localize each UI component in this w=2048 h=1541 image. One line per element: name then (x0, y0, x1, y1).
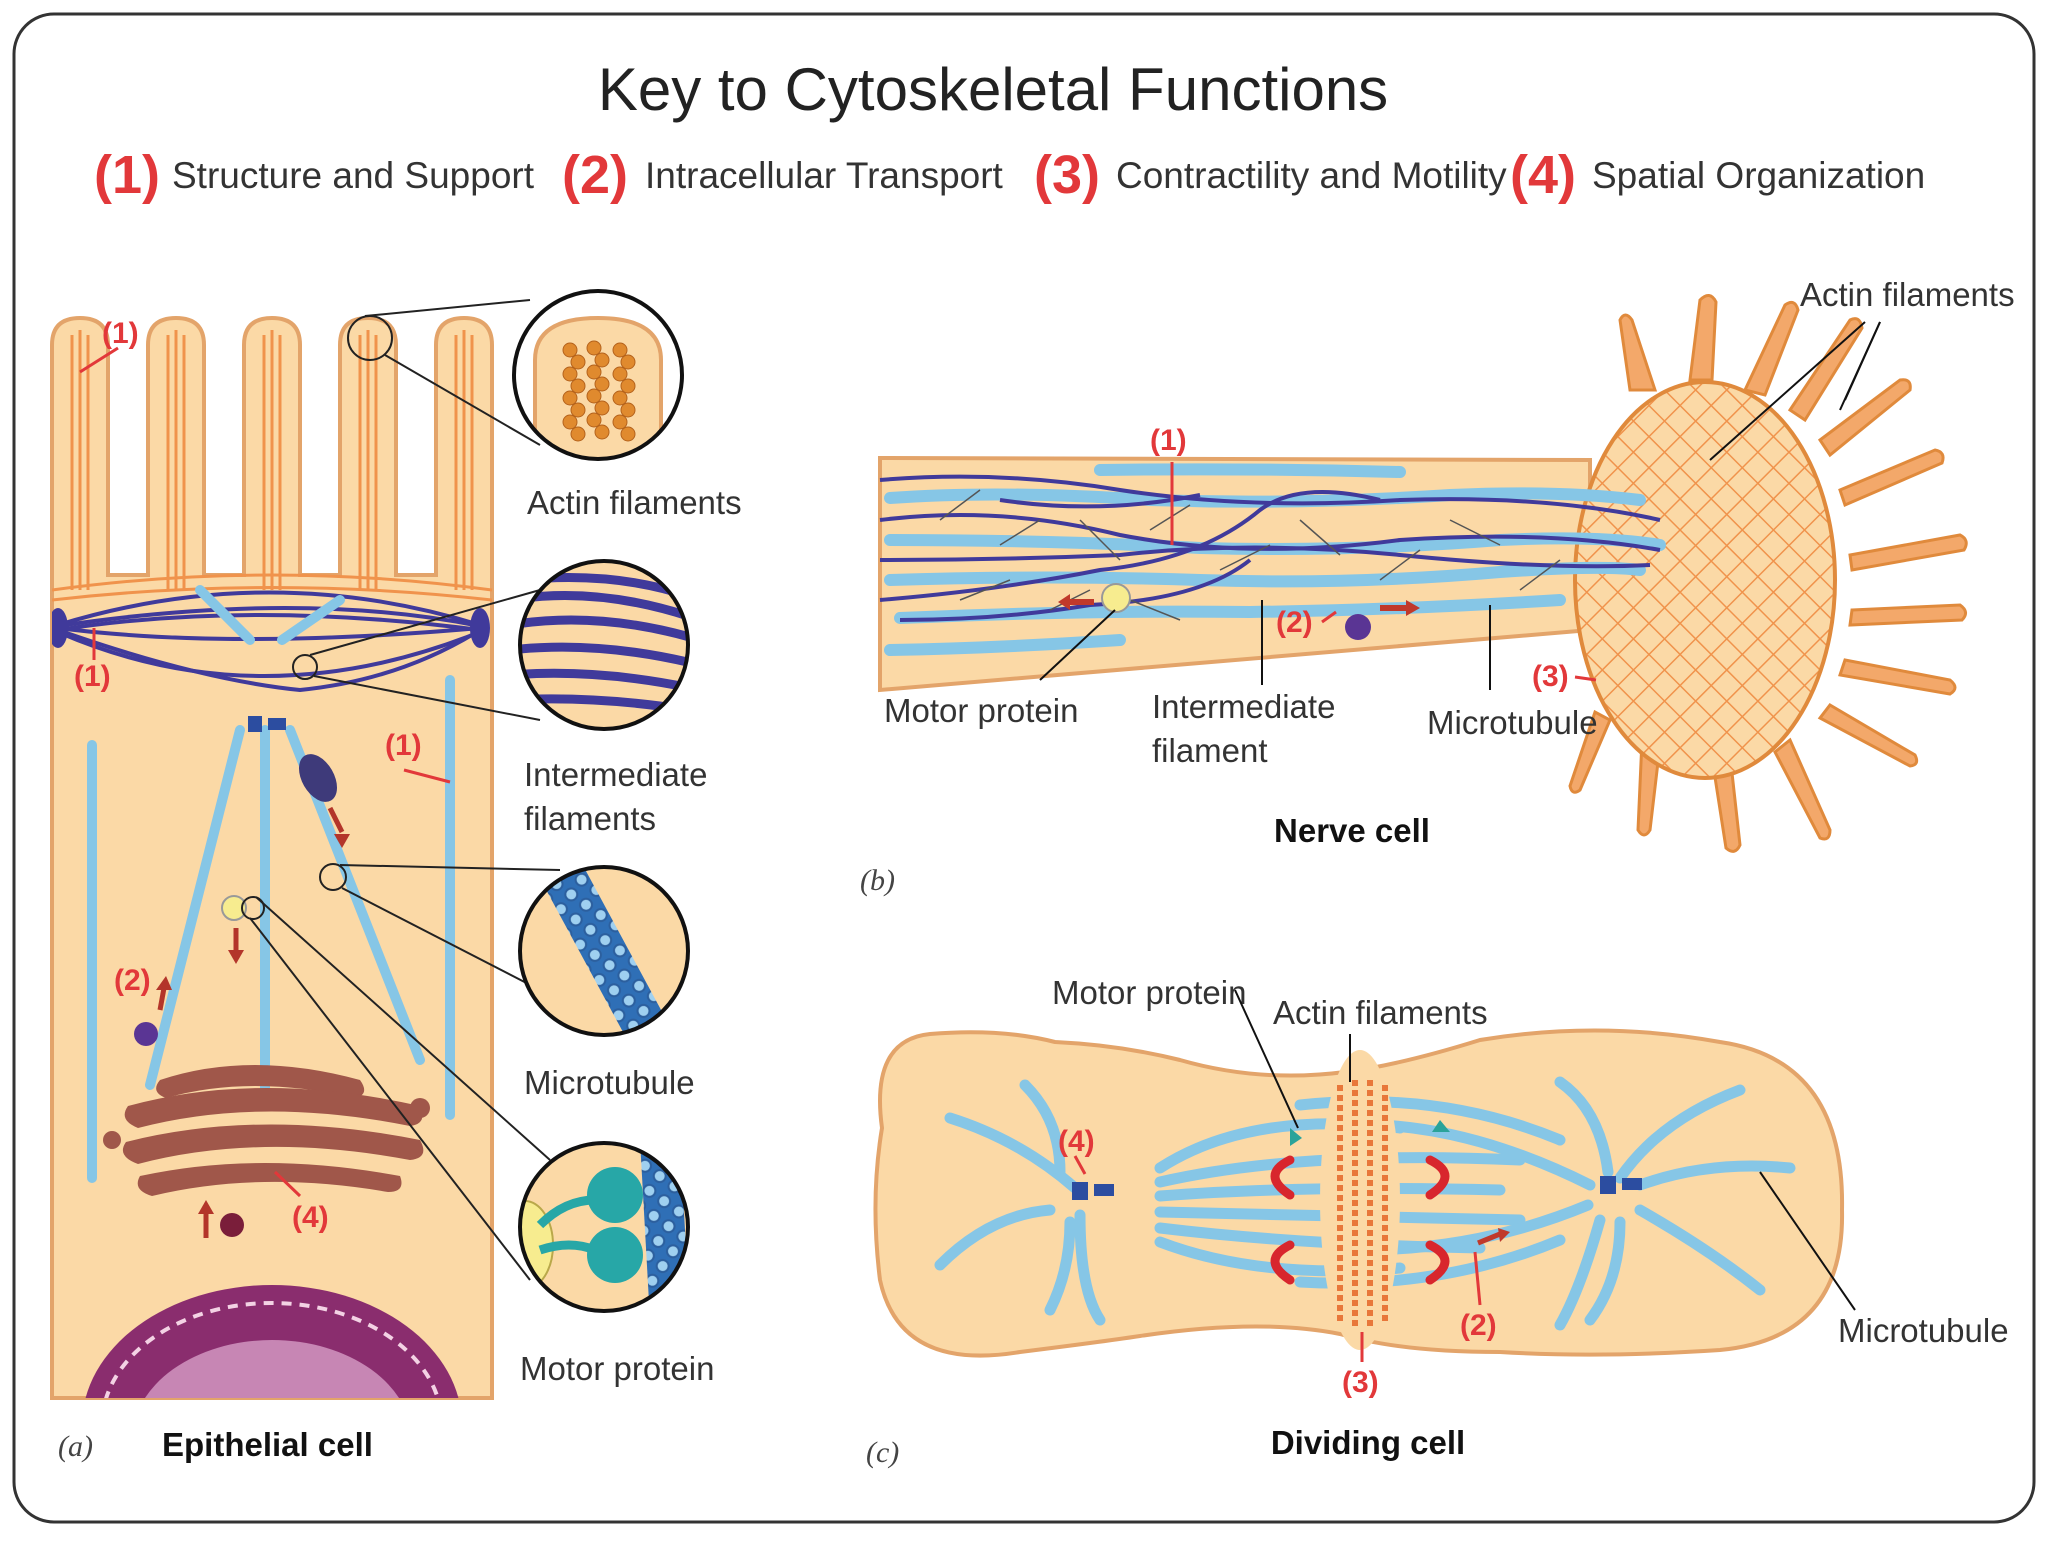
panel-a-caption: Epithelial cell (162, 1426, 373, 1463)
function-key: (1) Structure and Support (2) Intracellu… (94, 145, 1925, 205)
key-num-3: (3) (1034, 145, 1100, 205)
label-actin-filaments-a: Actin filaments (527, 484, 742, 521)
label-microtubule-c: Microtubule (1838, 1312, 2009, 1349)
key-label-3: Contractility and Motility (1116, 155, 1507, 196)
key-num-1: (1) (94, 145, 160, 205)
panel-b-letter: (b) (860, 864, 895, 897)
nerve-cell-panel: Actin filaments (1) (2) (3) Motor protei… (860, 276, 2015, 897)
zoom-microtubule (518, 865, 690, 1037)
ref-4-golgi: (4) (292, 1201, 329, 1234)
zoom-actin-filaments (512, 289, 684, 461)
epithelial-cell-panel: (1) (1) (1) (2) (4) (50, 289, 742, 1463)
key-label-1: Structure and Support (172, 155, 535, 196)
microvilli-actin (52, 330, 492, 602)
ref-1-microtubule: (1) (385, 729, 422, 762)
ref-1-band: (1) (74, 660, 111, 693)
page-title: Key to Cytoskeletal Functions (598, 56, 1388, 123)
ref-1-nerve: (1) (1150, 424, 1187, 457)
label-motor-protein-a: Motor protein (520, 1350, 714, 1387)
ref-4-dividing: (4) (1058, 1125, 1095, 1158)
ref-2-transport: (2) (114, 964, 151, 997)
label-intermediate-a-2: filaments (524, 800, 656, 837)
label-motor-protein-c: Motor protein (1052, 974, 1246, 1011)
ref-2-nerve: (2) (1276, 606, 1313, 639)
golgi-apparatus (103, 1065, 430, 1196)
chromosomes (1270, 1155, 1450, 1285)
epithelial-cytoskeleton (52, 330, 492, 1398)
epithelial-cell-body (50, 315, 494, 1400)
intermediate-filament-band (57, 590, 482, 693)
label-microtubule-a: Microtubule (524, 1064, 695, 1101)
key-label-2: Intracellular Transport (645, 155, 1004, 196)
label-motor-protein-b: Motor protein (884, 692, 1078, 729)
label-actin-filaments-b: Actin filaments (1800, 276, 2015, 313)
key-label-4: Spatial Organization (1592, 155, 1925, 196)
ref-3-dividing: (3) (1342, 1366, 1379, 1399)
zoom-connectors (241, 299, 561, 1281)
panel-b-caption: Nerve cell (1274, 812, 1430, 849)
ref-2-dividing: (2) (1460, 1309, 1497, 1342)
panel-c-letter: (c) (866, 1436, 899, 1469)
key-num-2: (2) (562, 145, 628, 205)
growth-cone (1573, 380, 1837, 780)
key-num-4: (4) (1510, 145, 1576, 205)
panel-c-caption: Dividing cell (1271, 1424, 1465, 1461)
label-actin-filaments-c: Actin filaments (1273, 994, 1488, 1031)
label-intermediate-b-1: Intermediate (1152, 688, 1335, 725)
contractile-ring (1320, 1050, 1400, 1350)
label-intermediate-a-1: Intermediate (524, 756, 707, 793)
label-microtubule-b: Microtubule (1427, 704, 1598, 741)
ref-3-nerve: (3) (1532, 660, 1569, 693)
actin-leader-lines-b (1709, 321, 1881, 461)
growth-cone-filopodia (1568, 294, 1968, 853)
dividing-cell-panel: Motor protein Actin filaments Microtubul… (866, 974, 2009, 1469)
ref-1-microvilli: (1) (102, 317, 139, 350)
label-intermediate-b-2: filament (1152, 732, 1268, 769)
panel-a-letter: (a) (58, 1430, 93, 1463)
